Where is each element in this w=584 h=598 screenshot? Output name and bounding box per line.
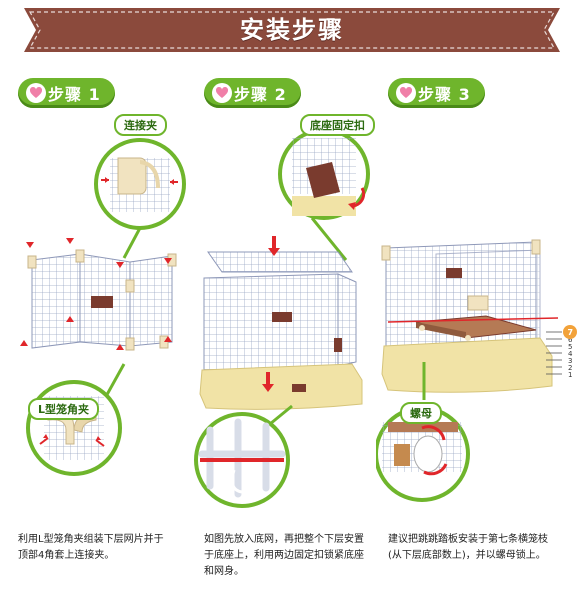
- bar-7-marker: [563, 325, 577, 339]
- step-2-pill: 步骤 2: [204, 78, 301, 108]
- step-2-illustration: [194, 128, 370, 508]
- step-1-label: 步骤 1: [48, 85, 101, 104]
- caption-line: 建议把跳跳踏板安装于第七条横笼枝: [388, 534, 548, 545]
- callout-connector-clip: 连接夹: [114, 114, 167, 136]
- caption-line: 顶部4角套上连接夹。: [18, 550, 115, 561]
- step-1-illustration: [20, 138, 186, 476]
- step-1-caption: 利用L型笼角夹组装下层网片并于 顶部4角套上连接夹。: [18, 532, 188, 564]
- caption-line: 和网身。: [204, 566, 244, 577]
- caption-line: 利用L型笼角夹组装下层网片并于: [18, 534, 164, 545]
- header-ribbon: [24, 8, 560, 52]
- bar-number-label: 7: [568, 328, 574, 337]
- step-3-label: 步骤 3: [418, 85, 471, 104]
- caption-line: 于底座上，利用两边固定扣锁紧底座: [204, 550, 364, 561]
- bar-number-label: 6: [568, 336, 573, 344]
- caption-line: (从下层底部数上)，并以螺母锁上。: [388, 550, 546, 561]
- bar-number-label: 5: [568, 343, 572, 351]
- step-2-label: 步骤 2: [234, 85, 287, 104]
- heart-icon: [396, 83, 416, 103]
- step-3-caption: 建议把跳跳踏板安装于第七条横笼枝 (从下层底部数上)，并以螺母锁上。: [388, 532, 580, 564]
- callout-corner-clip: L型笼角夹: [28, 398, 100, 420]
- caption-line: 如图先放入底网，再把整个下层安置: [204, 534, 364, 545]
- step-3-pill: 步骤 3: [388, 78, 485, 108]
- bar-number-label: 4: [568, 350, 573, 358]
- heart-icon: [212, 83, 232, 103]
- bar-number-label: 3: [568, 357, 572, 365]
- bar-number-label: 1: [568, 371, 572, 379]
- callout-nut: 螺母: [400, 402, 442, 424]
- bar-number-label: 2: [568, 364, 572, 372]
- callout-base-latch: 底座固定扣: [300, 114, 375, 136]
- step-1-pill: 步骤 1: [18, 78, 115, 108]
- page-title: 安装步骤: [240, 16, 344, 44]
- heart-icon: [26, 83, 46, 103]
- step-2-caption: 如图先放入底网，再把整个下层安置 于底座上，利用两边固定扣锁紧底座 和网身。: [204, 532, 380, 580]
